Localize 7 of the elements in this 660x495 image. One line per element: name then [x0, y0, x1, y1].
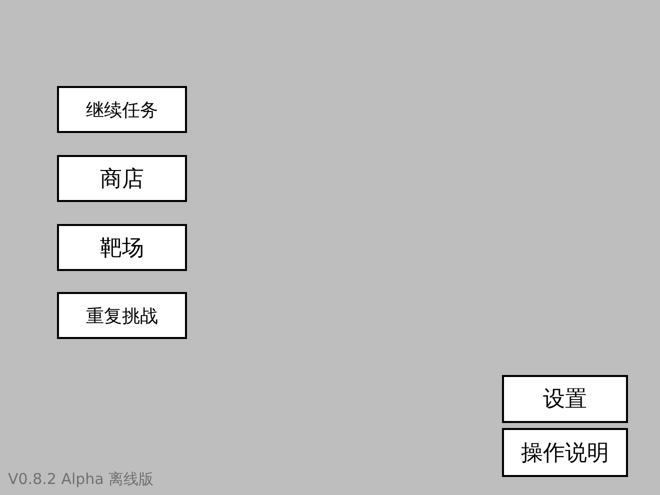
menu-button: 重复挑战	[57, 292, 187, 339]
menu-button: 靶场	[57, 224, 187, 271]
version-text: V0.8.2 Alpha 离线版	[8, 470, 154, 489]
menu-button: 操作说明	[502, 428, 628, 477]
menu-button: 设置	[502, 375, 628, 423]
menu-button: 商店	[57, 155, 187, 202]
menu-button: 继续任务	[57, 86, 187, 133]
